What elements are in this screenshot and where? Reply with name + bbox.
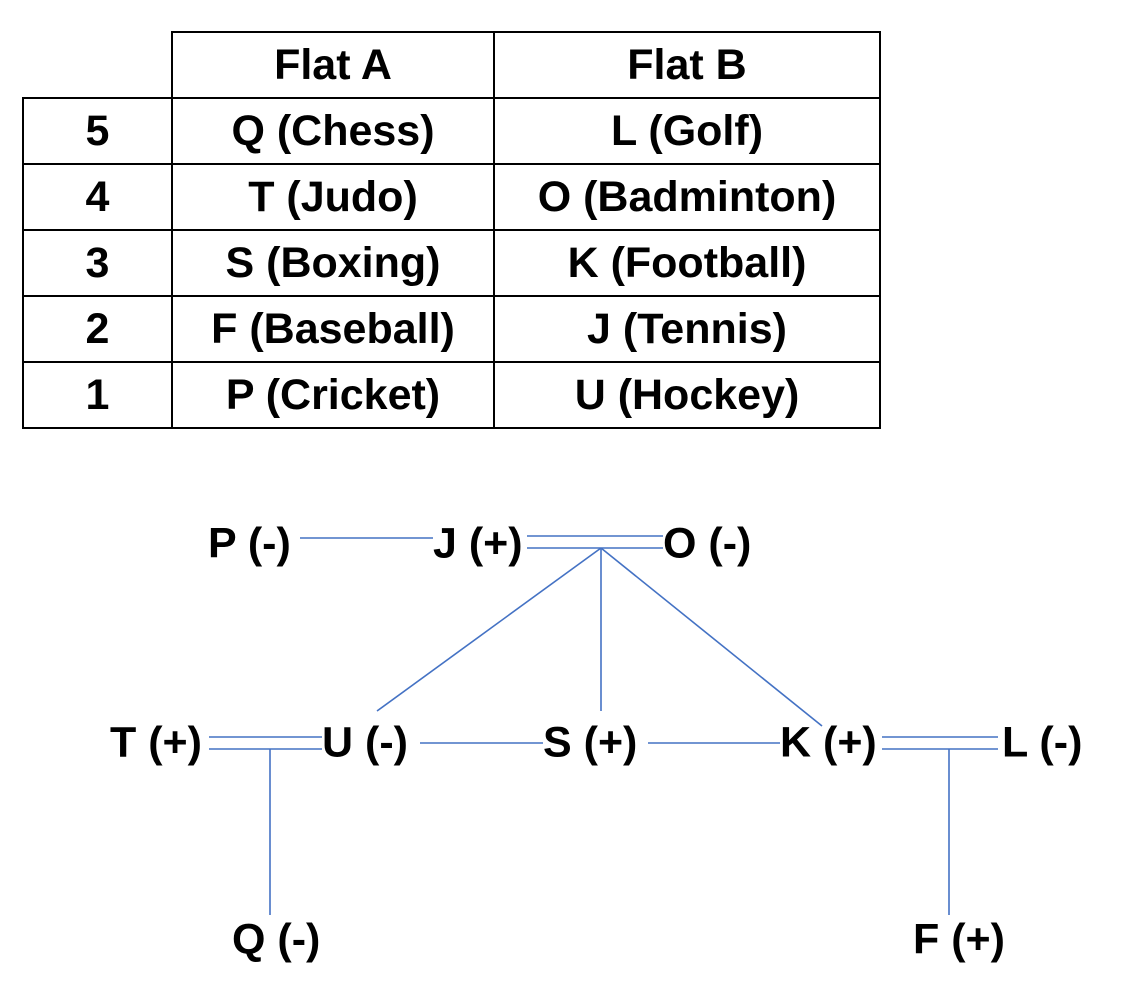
node-s: S (+) [543, 718, 637, 766]
floor-cell: 4 [22, 163, 173, 231]
flat-b-cell: O (Badminton) [493, 163, 881, 231]
header-flat-a: Flat A [171, 31, 495, 99]
node-t: T (+) [110, 718, 202, 766]
flat-b-cell: K (Football) [493, 229, 881, 297]
edge-jo-k [600, 547, 823, 727]
floor-cell: 2 [22, 295, 173, 363]
floor-cell: 1 [22, 361, 173, 429]
node-f: F (+) [913, 915, 1005, 963]
floor-cell: 5 [22, 97, 173, 165]
flat-a-cell: P (Cricket) [171, 361, 495, 429]
node-o: O (-) [663, 519, 751, 567]
node-q: Q (-) [232, 915, 320, 963]
header-corner-cell [23, 32, 173, 99]
edge-jo-u [376, 547, 602, 712]
table-row: 3 S (Boxing) K (Football) [22, 229, 881, 297]
table-row: 4 T (Judo) O (Badminton) [22, 163, 881, 231]
flat-a-cell: S (Boxing) [171, 229, 495, 297]
table-header-row: Flat A Flat B [23, 31, 881, 99]
header-flat-b: Flat B [493, 31, 881, 99]
node-l: L (-) [1002, 718, 1082, 766]
node-p: P (-) [208, 519, 291, 567]
flat-b-cell: U (Hockey) [493, 361, 881, 429]
flat-b-cell: J (Tennis) [493, 295, 881, 363]
flat-table: Flat A Flat B 5 Q (Chess) L (Golf) 4 T (… [22, 31, 881, 429]
floor-cell: 3 [22, 229, 173, 297]
table-row: 1 P (Cricket) U (Hockey) [22, 361, 881, 429]
node-k: K (+) [780, 718, 877, 766]
flat-b-cell: L (Golf) [493, 97, 881, 165]
node-j: J (+) [433, 519, 523, 567]
flat-a-cell: F (Baseball) [171, 295, 495, 363]
table-row: 5 Q (Chess) L (Golf) [22, 97, 881, 165]
flat-a-cell: Q (Chess) [171, 97, 495, 165]
table-row: 2 F (Baseball) J (Tennis) [22, 295, 881, 363]
flat-a-cell: T (Judo) [171, 163, 495, 231]
node-u: U (-) [322, 718, 408, 766]
